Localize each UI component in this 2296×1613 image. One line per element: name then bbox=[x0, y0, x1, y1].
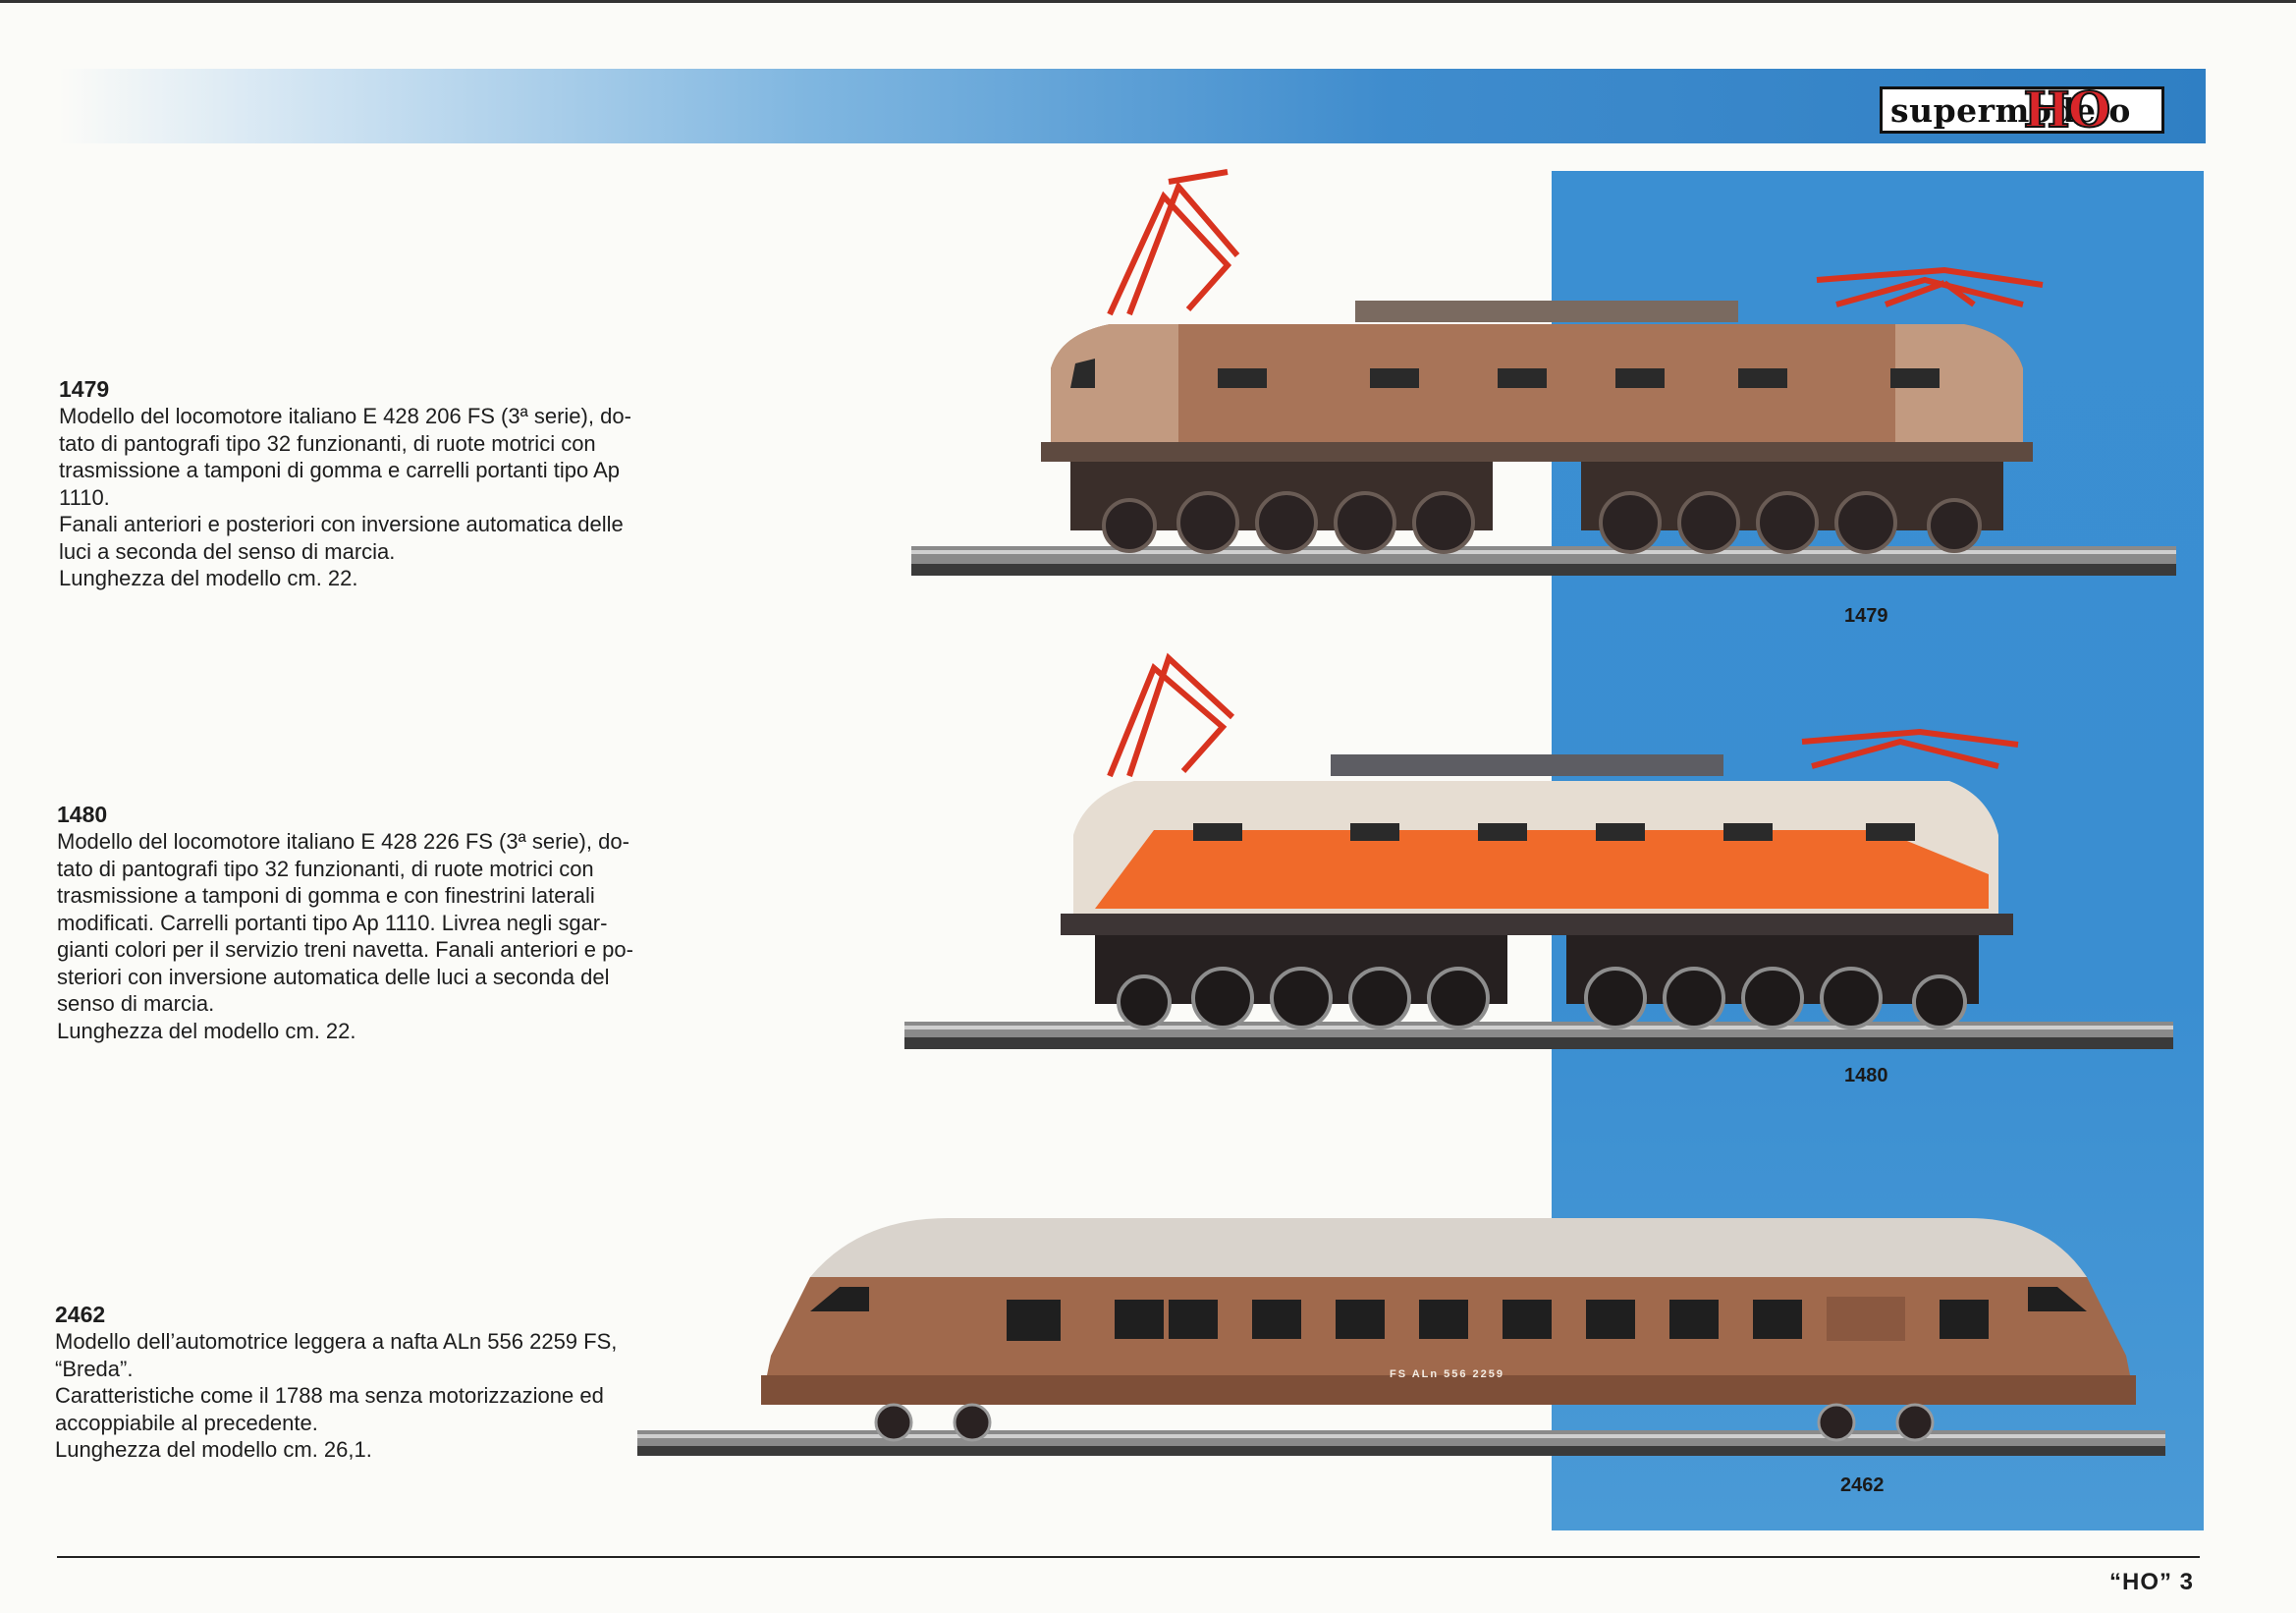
caption-1479: 1479 bbox=[1844, 605, 1888, 627]
brand-ho-mark: HO bbox=[2023, 86, 2112, 134]
text-line: Modello dell’automotrice leggera a nafta… bbox=[55, 1329, 618, 1354]
text-line: Caratteristiche come il 1788 ma senza mo… bbox=[55, 1383, 604, 1408]
entry-1479: 1479 Modello del locomotore italiano E 4… bbox=[59, 376, 687, 592]
brand-word: supermode bbox=[1890, 90, 2097, 130]
caption-2462: 2462 bbox=[1840, 1474, 1885, 1496]
caption-1480: 1480 bbox=[1844, 1065, 1888, 1086]
text-line: steriori con inversione automatica delle… bbox=[57, 964, 610, 989]
text-line: Lunghezza del modello cm. 22. bbox=[57, 1018, 356, 1043]
text-line: tato di pantografi tipo 32 funzionanti, … bbox=[59, 430, 596, 456]
footer-rule bbox=[57, 1556, 2200, 1558]
locomotive-1479-image bbox=[911, 169, 2176, 576]
text-line: Lunghezza del modello cm. 26,1. bbox=[55, 1437, 372, 1462]
locomotive-1480-image bbox=[904, 652, 2173, 1049]
entry-code: 1479 bbox=[59, 376, 110, 402]
text-line: accoppiabile al precedente. bbox=[55, 1410, 318, 1435]
text-line: trasmissione a tamponi di gomma e con fi… bbox=[57, 883, 595, 908]
text-line: tato di pantografi tipo 32 funzionanti, … bbox=[57, 856, 594, 881]
railcar-livery-text: FS ALn 556 2259 bbox=[1390, 1368, 1504, 1380]
entry-description: Modello del locomotore italiano E 428 22… bbox=[57, 828, 687, 1044]
text-line: senso di marcia. bbox=[57, 991, 215, 1016]
entry-1480: 1480 Modello del locomotore italiano E 4… bbox=[57, 802, 687, 1044]
text-line: Lunghezza del modello cm. 22. bbox=[59, 566, 358, 590]
entry-description: Modello dell’automotrice leggera a nafta… bbox=[55, 1328, 685, 1464]
entry-2462: 2462 Modello dell’automotrice leggera a … bbox=[55, 1302, 685, 1464]
text-line: luci a seconda del senso di marcia. bbox=[59, 538, 396, 564]
entry-description: Modello del locomotore italiano E 428 20… bbox=[59, 403, 687, 592]
text-line: modificati. Carrelli portanti tipo Ap 11… bbox=[57, 910, 608, 935]
text-line: gianti colori per il servizio treni nave… bbox=[57, 937, 633, 962]
text-line: Modello del locomotore italiano E 428 20… bbox=[59, 404, 631, 428]
text-line: Modello del locomotore italiano E 428 22… bbox=[57, 829, 629, 854]
entry-code: 1480 bbox=[57, 802, 108, 827]
text-line: Fanali anteriori e posteriori con invers… bbox=[59, 512, 624, 536]
page-number: “HO” 3 bbox=[2109, 1569, 2195, 1595]
text-line: “Breda”. bbox=[55, 1356, 134, 1381]
text-line: trasmissione a tamponi di gomma e carrel… bbox=[59, 458, 621, 482]
header-band bbox=[59, 69, 2206, 143]
railcar-2462-image: FS ALn 556 2259 bbox=[637, 1218, 2165, 1456]
top-rule bbox=[0, 0, 2296, 3]
text-line: 1110. bbox=[59, 484, 110, 510]
brand-logo: supermode HO o bbox=[1880, 86, 2164, 134]
brand-tail: o bbox=[2108, 90, 2131, 130]
entry-code: 2462 bbox=[55, 1302, 106, 1327]
